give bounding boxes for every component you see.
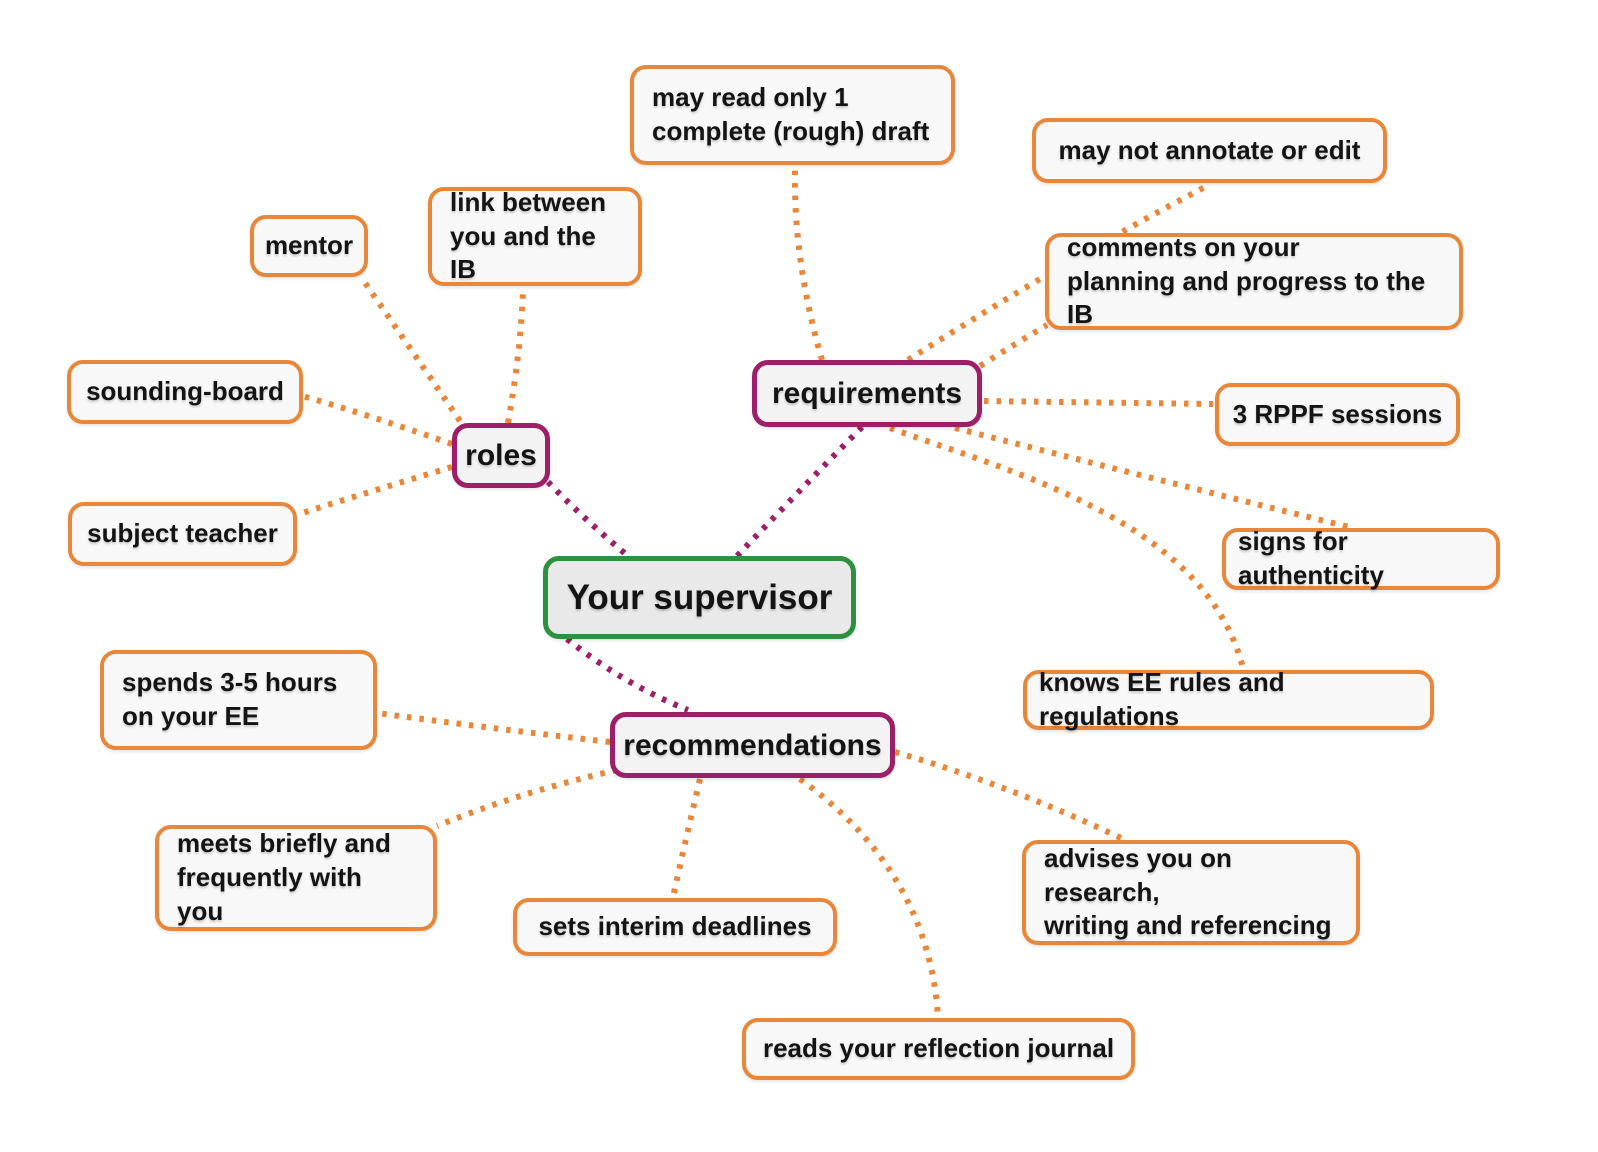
node-advises-research[interactable]: advises you on research, writing and ref…	[1022, 840, 1360, 945]
node-knows-rules[interactable]: knows EE rules and regulations	[1023, 667, 1434, 731]
node-signs-authenticity[interactable]: signs for authenticity	[1222, 526, 1500, 590]
connector-roles-mentor	[358, 275, 463, 423]
node-recommendations[interactable]: recommendations	[610, 712, 895, 778]
node-your-supervisor[interactable]: Your supervisor	[543, 556, 856, 639]
node-interim-deadlines[interactable]: sets interim deadlines	[513, 898, 837, 956]
node-subject-teacher[interactable]: subject teacher	[68, 502, 297, 566]
node-mentor[interactable]: mentor	[250, 215, 368, 277]
connector-requirements-may-read	[791, 166, 825, 361]
connector-recommendations-deadlines	[670, 778, 703, 898]
node-meets-briefly[interactable]: meets briefly and frequently with you	[155, 825, 437, 931]
node-sounding-board[interactable]: sounding-board	[67, 360, 303, 424]
connector-requirements-rppf	[983, 398, 1214, 407]
node-reflection-journal[interactable]: reads your reflection journal	[742, 1018, 1135, 1080]
node-rppf-sessions[interactable]: 3 RPPF sessions	[1215, 383, 1460, 446]
node-requirements[interactable]: requirements	[752, 360, 982, 427]
node-link-between[interactable]: link between you and the IB	[428, 187, 642, 286]
connector-center-recommendations	[565, 636, 690, 713]
connector-roles-subject-teacher	[298, 464, 453, 517]
connector-recommendations-spends	[376, 710, 611, 745]
node-may-not-annotate[interactable]: may not annotate or edit	[1032, 118, 1387, 183]
connector-recommendations-journal	[798, 776, 941, 1018]
connector-requirements-knows	[888, 425, 1246, 669]
connector-requirements-center	[734, 424, 865, 559]
connector-roles-center	[545, 479, 630, 559]
node-roles[interactable]: roles	[452, 423, 550, 488]
node-spends-hours[interactable]: spends 3-5 hours on your EE	[100, 650, 377, 750]
connector-requirements-signs	[954, 425, 1354, 531]
connector-recommendations-meets	[435, 767, 618, 829]
connector-roles-sounding-board	[302, 393, 453, 447]
connector-roles-link	[505, 289, 526, 424]
node-may-read-draft[interactable]: may read only 1 complete (rough) draft	[630, 65, 955, 165]
connector-requirements-comments	[978, 322, 1049, 369]
node-comments-planning[interactable]: comments on your planning and progress t…	[1045, 232, 1463, 330]
connector-recommendations-advises	[894, 749, 1127, 843]
